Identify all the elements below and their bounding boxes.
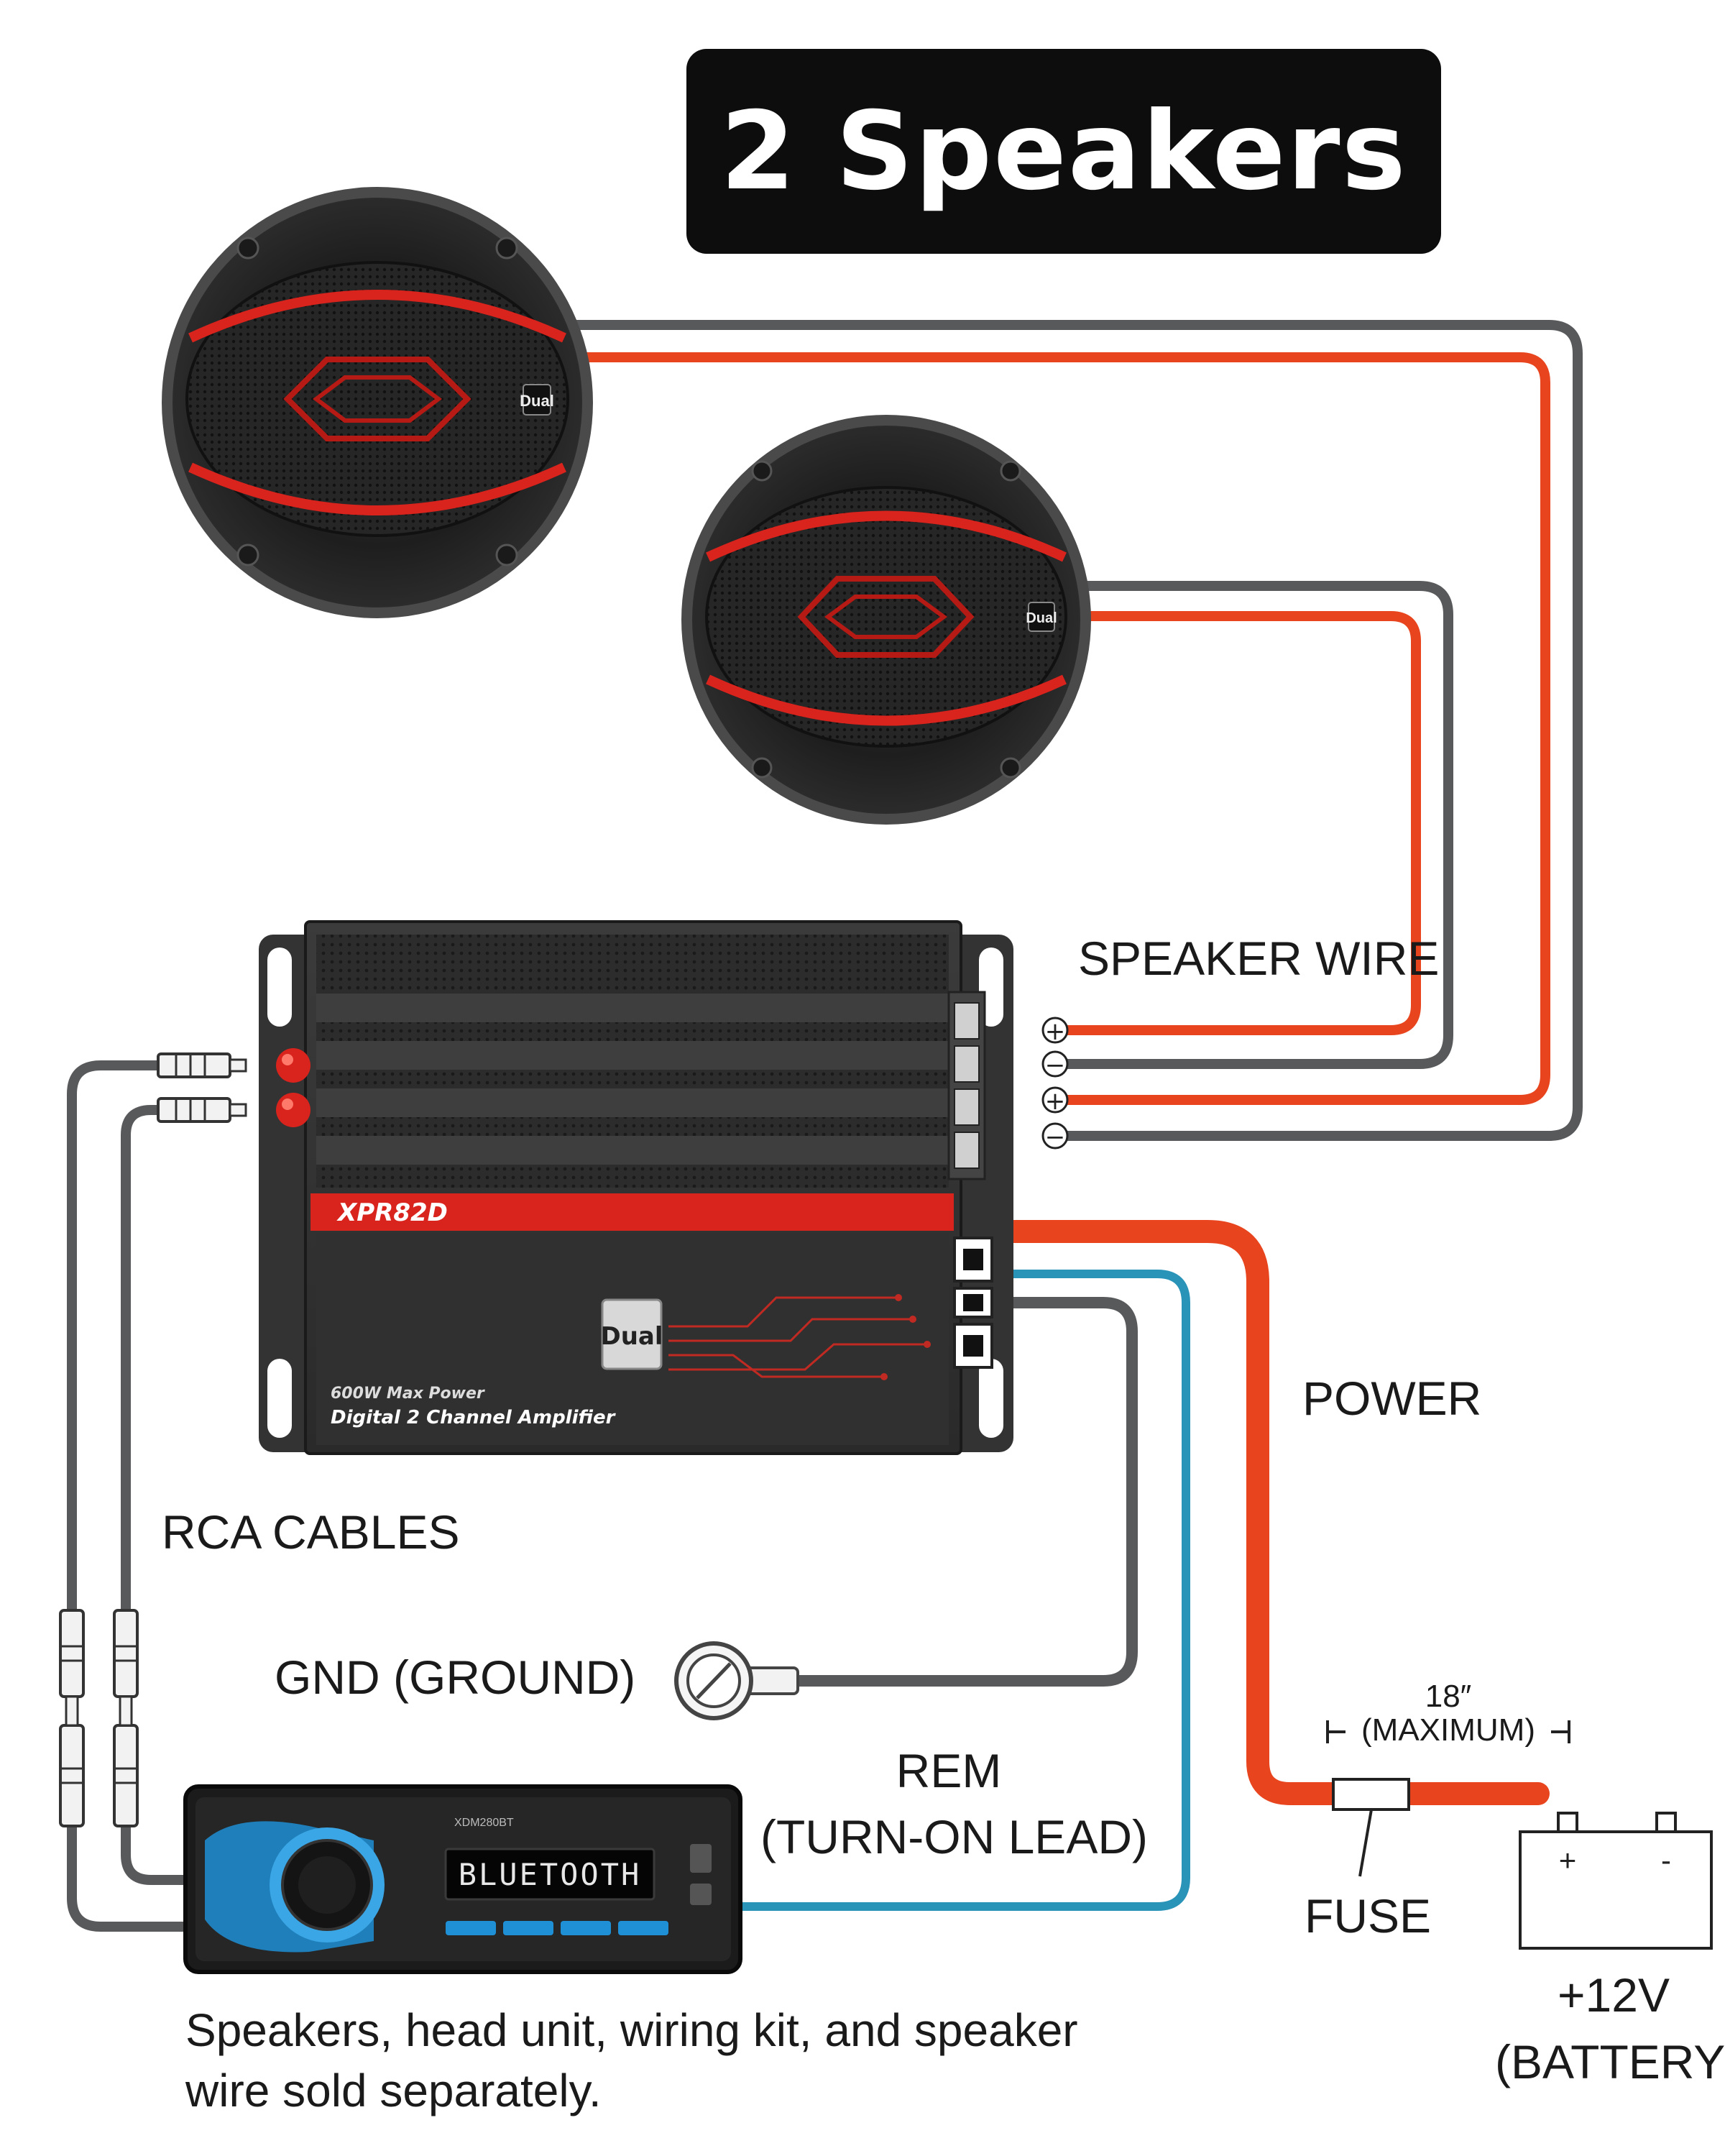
rca-cables: [67, 1060, 190, 1932]
ground-label: GND (GROUND): [275, 1651, 636, 1704]
fuse: [1326, 1720, 1570, 1877]
footnote: Speakers, head unit, wiring kit, and spe…: [185, 2000, 1192, 2121]
remote-label-line2: (TURN-ON LEAD): [760, 1810, 1148, 1863]
rca-cable-4: [121, 1826, 190, 1885]
title-banner: 2 Speakers: [686, 49, 1441, 254]
terminal-4-sign: −: [1045, 1123, 1066, 1152]
speaker2-brand: Dual: [1026, 610, 1057, 626]
amplifier: XPR82D Dual 600W Max Power Digital 2 Cha…: [259, 920, 1013, 1455]
battery-label: (BATTERY): [1495, 2035, 1725, 2088]
speaker-1: Dual: [162, 187, 593, 618]
rca-connector-pairs: [59, 1609, 139, 1827]
ground-wire: [785, 1297, 1138, 1687]
amplifier-model: XPR82D: [336, 1198, 448, 1227]
amplifier-brand: Dual: [600, 1322, 663, 1351]
power-wire: [979, 1220, 1550, 1805]
speaker1-brand: Dual: [520, 392, 554, 410]
footnote-line-1: Speakers, head unit, wiring kit, and spe…: [185, 2004, 1078, 2056]
head-unit-model: XDM280BT: [454, 1817, 514, 1829]
terminal-2-sign: −: [1045, 1051, 1066, 1080]
speaker-2: Dual: [681, 415, 1091, 825]
battery-plus-sign: +: [1559, 1843, 1577, 1877]
speaker-wires: [563, 320, 1583, 1141]
amplifier-power-text: 600W Max Power: [331, 1385, 485, 1403]
fuse-label: FUSE: [1305, 1889, 1432, 1942]
rca-plugs-amp: [157, 1052, 247, 1123]
speaker-terminals: + − + −: [1041, 1017, 1069, 1152]
fuse-distance-label: 18″: [1425, 1679, 1472, 1714]
head-unit-display: BLUETOOTH: [459, 1857, 642, 1892]
rca-cable-2: [121, 1105, 162, 1610]
page-title: 2 Speakers: [720, 88, 1407, 214]
battery-minus-sign: -: [1661, 1843, 1671, 1877]
head-unit: BLUETOOTH XDM280BT: [183, 1784, 742, 1974]
rca-cable-3: [67, 1826, 190, 1932]
terminal-3-sign: +: [1045, 1087, 1066, 1116]
power-wires: [736, 1220, 1550, 1911]
footnote-line-2: wire sold separately.: [185, 2065, 602, 2116]
battery: + -: [1519, 1812, 1713, 1950]
battery-voltage-label: +12V: [1558, 1968, 1670, 2022]
speaker1-negative-wire: [563, 320, 1583, 1141]
fuse-maximum-label: (MAXIMUM): [1361, 1712, 1535, 1748]
speaker1-positive-wire: [570, 352, 1550, 1105]
speaker-wire-label: SPEAKER WIRE: [1078, 932, 1440, 985]
speaker2-positive-wire: [1059, 611, 1421, 1035]
rca-cable-1: [67, 1060, 162, 1610]
terminal-1-sign: +: [1045, 1017, 1066, 1046]
rca-cables-label: RCA CABLES: [162, 1505, 460, 1559]
remote-wire: [736, 1270, 1190, 1911]
power-label: POWER: [1302, 1372, 1482, 1425]
amplifier-description: Digital 2 Channel Amplifier: [331, 1407, 617, 1428]
remote-label-line1: REM: [896, 1744, 1002, 1797]
speaker2-negative-wire: [1059, 581, 1453, 1069]
ground-ring-terminal: [674, 1641, 799, 1720]
